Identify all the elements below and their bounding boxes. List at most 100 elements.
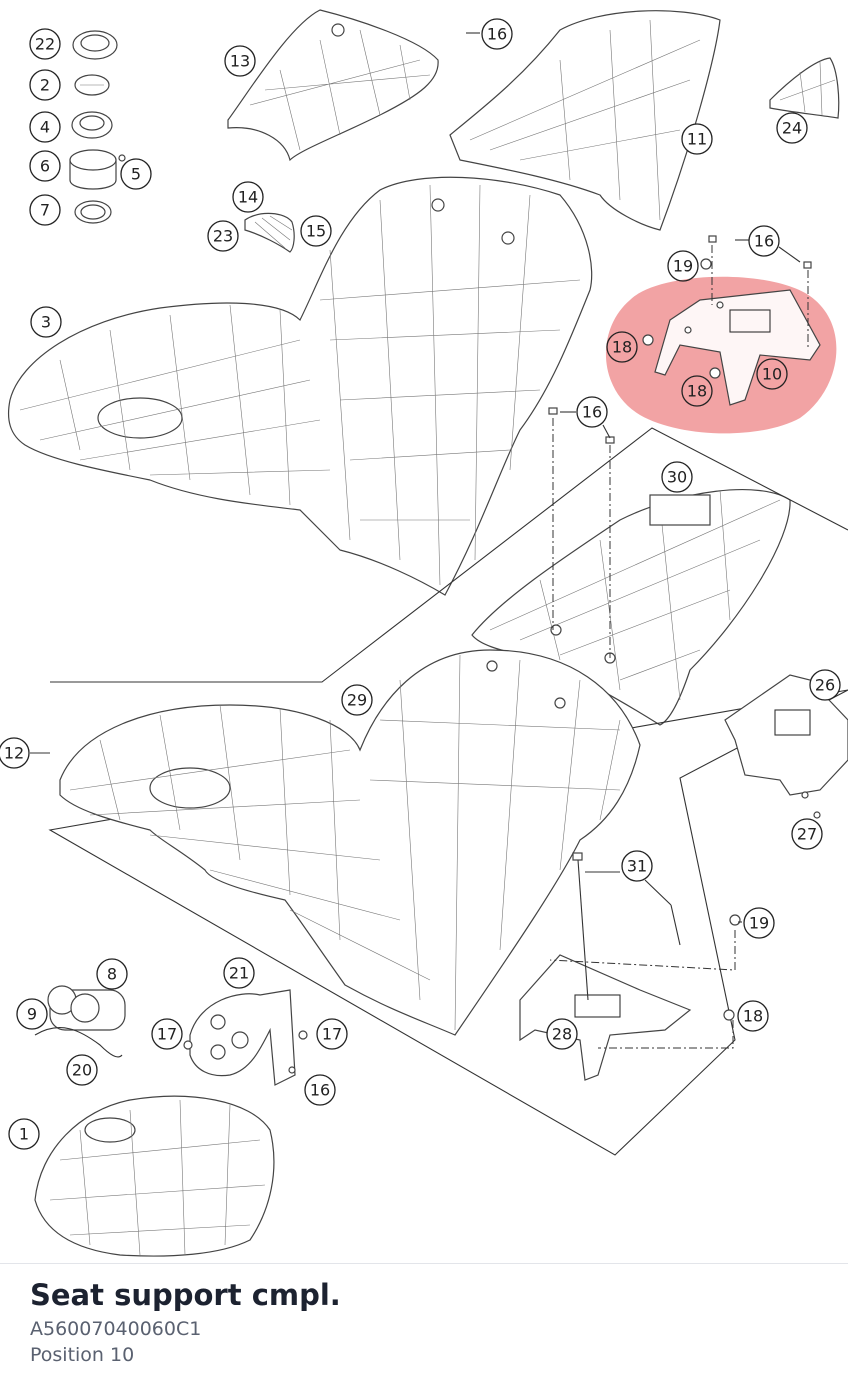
callout-2[interactable]: 2 [29,69,61,101]
callout-11[interactable]: 11 [681,123,713,155]
callout-number: 7 [40,201,50,220]
part-29-seat [59,649,641,1036]
part-8-canister [47,985,126,1031]
part-24-pad [769,57,840,119]
divider [0,1263,848,1264]
callout-17[interactable]: 17 [151,1018,183,1050]
callout-6[interactable]: 6 [29,150,61,182]
callout-number: 29 [347,691,367,710]
callout-number: 21 [229,964,249,983]
callout-number: 17 [322,1025,342,1044]
callout-19[interactable]: 19 [743,907,775,939]
callout-16[interactable]: 16 [576,396,608,428]
callout-number: 20 [72,1061,92,1080]
callout-number: 18 [612,338,632,357]
callout-number: 11 [687,130,707,149]
callout-26[interactable]: 26 [809,669,841,701]
fasteners-19-18-lower [549,914,741,1049]
callout-22[interactable]: 22 [29,28,61,60]
callout-number: 3 [41,313,51,332]
callout-number: 31 [627,857,647,876]
part-9-bracket [189,989,296,1086]
part-3-tank-cover [7,176,593,596]
part-26-bracket [724,674,848,799]
callout-28[interactable]: 28 [546,1018,578,1050]
callout-16[interactable]: 16 [481,18,513,50]
callout-5[interactable]: 5 [120,158,152,190]
part-number: A56007040060C1 [30,1318,202,1340]
callout-30[interactable]: 30 [661,461,693,493]
callout-number: 18 [743,1007,763,1026]
callout-16[interactable]: 16 [748,225,780,257]
part-10-seat-support[interactable] [654,289,821,406]
callout-27[interactable]: 27 [791,818,823,850]
callout-number: 18 [687,382,707,401]
bolts-31 [572,852,681,1001]
callout-15[interactable]: 15 [300,215,332,247]
callout-number: 22 [35,35,55,54]
callout-number: 1 [19,1125,29,1144]
callout-10[interactable]: 10 [756,358,788,390]
part-1-fuel-tank [34,1095,275,1257]
part-6-flange [69,149,126,190]
callout-21[interactable]: 21 [223,957,255,989]
callout-4[interactable]: 4 [29,111,61,143]
callout-number: 16 [310,1081,330,1100]
callout-number: 17 [157,1025,177,1044]
callout-number: 23 [213,227,233,246]
callout-9[interactable]: 9 [16,998,48,1030]
callout-number: 8 [107,965,117,984]
callout-number: 4 [40,118,50,137]
part-13-cover [227,9,439,162]
callout-18[interactable]: 18 [737,1000,769,1032]
exploded-parts-diagram: 2224657131611241415233191618101816302912… [0,9,848,1257]
part-22-ring [72,30,118,60]
callout-23[interactable]: 23 [207,220,239,252]
part-11-rear-cover [449,10,721,231]
callout-number: 13 [230,52,250,71]
callout-number: 5 [131,165,141,184]
callout-number: 26 [815,676,835,695]
callout-29[interactable]: 29 [341,684,373,716]
callout-leaders [466,32,801,923]
callout-number: 16 [582,403,602,422]
callout-24[interactable]: 24 [776,112,808,144]
callout-19[interactable]: 19 [667,250,699,282]
callout-1[interactable]: 1 [8,1118,40,1150]
part-7-gasket [74,200,112,224]
callout-3[interactable]: 3 [30,306,62,338]
part-28-seat-support-lower [519,954,692,1081]
part-14-grille [244,212,295,253]
part-info-panel: Seat support cmpl. A56007040060C1 Positi… [30,1278,341,1366]
callout-18[interactable]: 18 [681,375,713,407]
callout-number: 6 [40,157,50,176]
callout-number: 19 [673,257,693,276]
bolts-16-upper [708,235,812,350]
callout-number: 2 [40,76,50,95]
callout-number: 16 [487,25,507,44]
callout-17[interactable]: 17 [316,1018,348,1050]
callout-12[interactable]: 12 [0,737,30,769]
callout-20[interactable]: 20 [66,1054,98,1086]
callout-number: 9 [27,1005,37,1024]
callout-number: 27 [797,825,817,844]
callout-number: 12 [4,744,24,763]
callout-31[interactable]: 31 [621,850,653,882]
callout-13[interactable]: 13 [224,45,256,77]
callout-number: 16 [754,232,774,251]
callout-14[interactable]: 14 [232,181,264,213]
callout-number: 15 [306,222,326,241]
callout-18[interactable]: 18 [606,331,638,363]
fastener-18-upper [642,258,721,379]
callout-number: 28 [552,1025,572,1044]
callout-7[interactable]: 7 [29,194,61,226]
callout-8[interactable]: 8 [96,958,128,990]
part-2-cap [74,74,110,96]
fasteners-17-16-lower [183,1030,308,1074]
callout-number: 19 [749,914,769,933]
part-27-clip [813,811,821,819]
callout-number: 30 [667,468,687,487]
part-4-filler [71,111,113,139]
callout-16[interactable]: 16 [304,1074,336,1106]
